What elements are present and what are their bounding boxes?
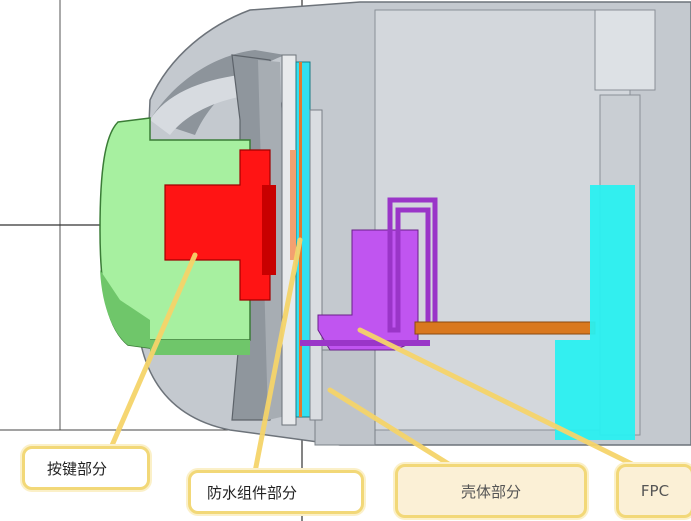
callout-waterproof-part-text: 防水组件部分 — [207, 483, 298, 502]
button-core — [164, 149, 276, 301]
leader-waterproof — [252, 237, 303, 475]
callout-waterproof-part: 防水组件部分 — [188, 470, 364, 514]
fpc-parts — [414, 185, 635, 440]
leader-lines — [107, 237, 643, 475]
leader-fpc — [357, 327, 643, 471]
callout-button-part-text: 按键部分 — [47, 459, 108, 478]
bracket — [300, 197, 438, 351]
waterproof-membrane — [281, 54, 323, 426]
callout-shell-part-text: 壳体部分 — [460, 482, 521, 501]
callout-shell-part: 壳体部分 — [395, 464, 587, 518]
callout-button-part: 按键部分 — [22, 446, 150, 490]
callout-fpc-text: FPC — [640, 482, 670, 500]
leader-shell — [327, 387, 458, 471]
leader-button — [107, 252, 198, 453]
callout-fpc: FPC — [616, 464, 691, 518]
